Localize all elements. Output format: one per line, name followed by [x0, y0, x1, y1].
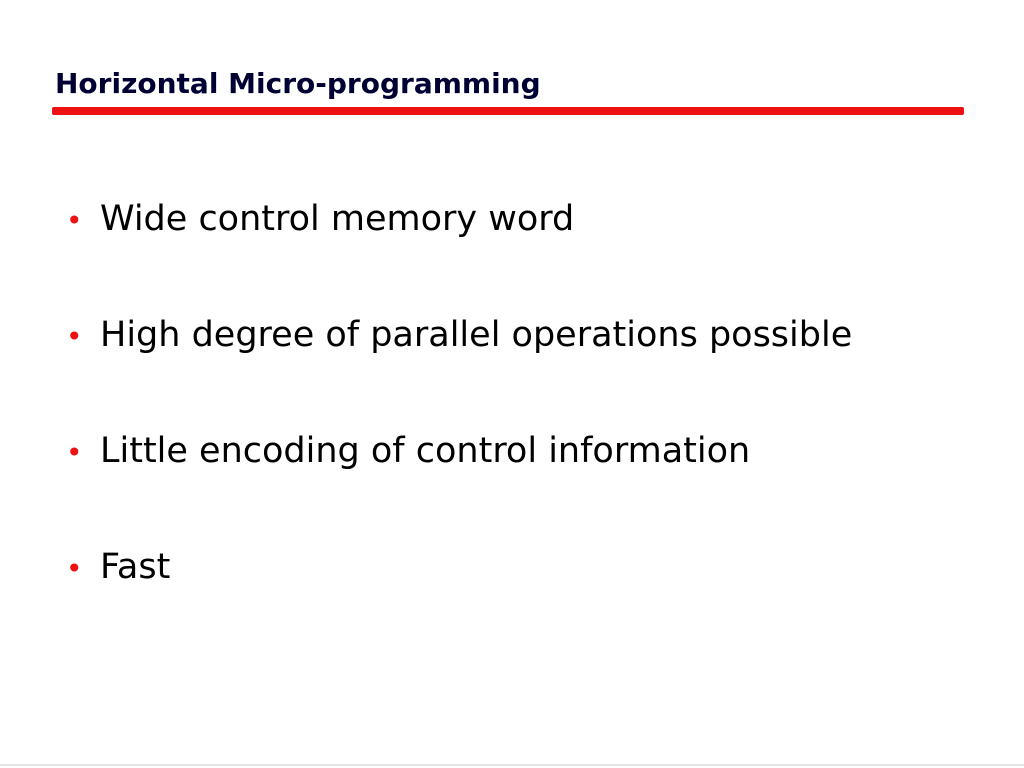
bullet-text: High degree of parallel operations possi… — [100, 315, 853, 355]
list-item: • Wide control memory word — [66, 195, 852, 311]
list-item: • Little encoding of control information — [66, 427, 852, 543]
bullet-text: Little encoding of control information — [100, 431, 751, 471]
bullet-icon: • — [66, 320, 83, 353]
title-underline — [52, 107, 964, 115]
list-item: • High degree of parallel operations pos… — [66, 311, 852, 427]
footer-divider — [0, 764, 1024, 766]
bullet-list: • Wide control memory word • High degree… — [66, 195, 852, 659]
bullet-text: Wide control memory word — [100, 199, 575, 239]
bullet-text: Fast — [100, 547, 171, 587]
bullet-icon: • — [66, 552, 83, 585]
list-item: • Fast — [66, 543, 852, 659]
slide-title: Horizontal Micro-programming — [55, 67, 541, 100]
bullet-icon: • — [66, 204, 83, 237]
bullet-icon: • — [66, 436, 83, 469]
